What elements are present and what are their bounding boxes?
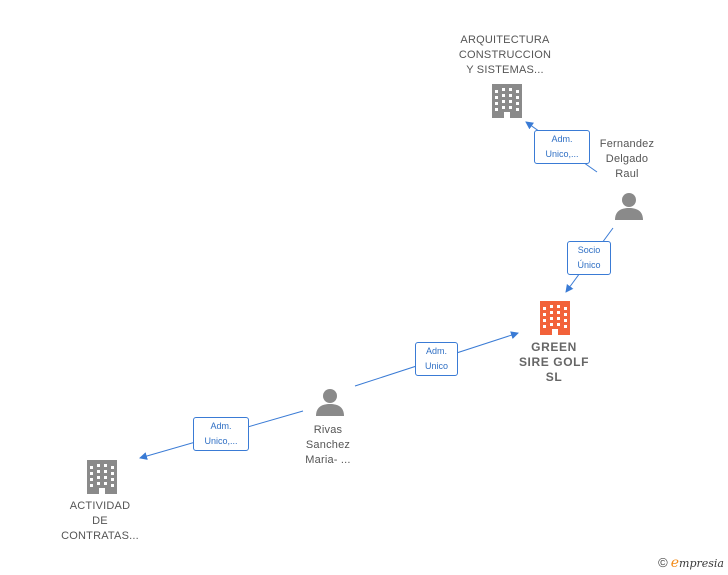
- edge-label-line: Único: [577, 260, 601, 270]
- node-label-line: Maria- ...: [305, 454, 351, 466]
- node-label-arquitectura[interactable]: ARQUITECTURA CONSTRUCCION Y SISTEMAS...: [449, 33, 561, 78]
- edge-label-fernandez-arquitectura[interactable]: Adm. Unico,...: [534, 130, 590, 164]
- brand-logo-initial: e: [670, 555, 680, 571]
- copyright-icon: ©: [658, 555, 668, 570]
- node-label-line: Rivas: [313, 424, 343, 436]
- node-label-line: Raul: [615, 168, 639, 180]
- node-label-line: CONTRATAS...: [61, 530, 139, 542]
- edge-label-fernandez-green[interactable]: Socio Único: [567, 241, 611, 275]
- edge-label-line: Adm.: [551, 134, 573, 144]
- building-icon[interactable]: [87, 460, 117, 494]
- node-label-line: GREEN: [531, 340, 577, 354]
- edge-label-line: Socio: [577, 245, 601, 255]
- brand-logo-text: mpresia: [679, 557, 724, 570]
- node-label-line: DE: [92, 515, 108, 527]
- brand-logo[interactable]: ©empresia: [658, 555, 724, 571]
- node-label-fernandez[interactable]: Fernandez Delgado Raul: [582, 137, 672, 182]
- node-label-line: Delgado: [605, 153, 649, 165]
- node-label-line: ACTIVIDAD: [69, 500, 131, 512]
- node-label-line: CONSTRUCCION: [458, 49, 552, 61]
- person-icon[interactable]: [615, 193, 643, 220]
- building-icon[interactable]: [492, 84, 522, 118]
- edge-label-line: Unico,...: [545, 149, 579, 159]
- edge-label-line: Unico,...: [204, 436, 238, 446]
- node-label-line: ARQUITECTURA: [460, 34, 550, 46]
- edge-label-rivas-green[interactable]: Adm. Unico: [415, 342, 458, 376]
- edge-label-line: Unico: [424, 361, 448, 371]
- node-label-line: Sanchez: [305, 439, 351, 451]
- edge-label-line: Adm.: [210, 421, 232, 431]
- node-label-green[interactable]: GREEN SIRE GOLF SL: [508, 340, 600, 385]
- edge-label-line: Adm.: [425, 346, 447, 356]
- node-label-line: SL: [545, 370, 563, 384]
- person-icon[interactable]: [316, 389, 344, 416]
- node-label-line: Fernandez: [599, 138, 655, 150]
- node-label-rivas[interactable]: Rivas Sanchez Maria- ...: [288, 423, 368, 468]
- node-label-actividad[interactable]: ACTIVIDAD DE CONTRATAS...: [50, 499, 150, 544]
- node-label-line: SIRE GOLF: [518, 355, 590, 369]
- node-label-line: Y SISTEMAS...: [466, 64, 544, 76]
- building-icon[interactable]: [540, 301, 570, 335]
- edge-label-rivas-actividad[interactable]: Adm. Unico,...: [193, 417, 249, 451]
